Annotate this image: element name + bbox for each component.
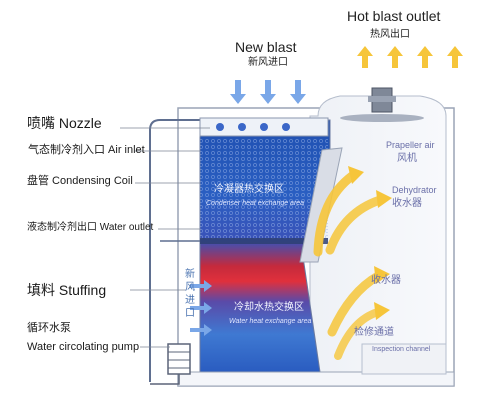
down-arrow-icon	[230, 80, 246, 104]
curved-arrow-icon	[313, 171, 357, 257]
hot-blast-arrows	[357, 46, 463, 68]
right-arrow-icon	[190, 324, 212, 336]
down-arrow-icon	[260, 80, 276, 104]
nozzle-icon	[238, 123, 246, 131]
fan-label-en: Prapeller air	[386, 140, 435, 150]
curved-arrow-icon	[327, 271, 383, 337]
condenser-coil	[200, 138, 328, 240]
nozzle-icons	[216, 123, 290, 131]
nozzle-icon	[216, 123, 224, 131]
up-arrow-icon	[357, 46, 373, 68]
water-basin	[177, 371, 455, 387]
fan-label-cn: 风机	[397, 153, 417, 164]
new-blast-arrows	[230, 80, 306, 104]
air-inlet-label: 气态制冷剂入口 Air inlet	[28, 144, 145, 156]
new-blast-title: New blast	[235, 39, 297, 55]
up-arrow-icon	[387, 46, 403, 68]
circulating-pump-icon	[150, 343, 191, 385]
side-inlet-char: 新	[185, 269, 195, 280]
up-arrow-icon	[417, 46, 433, 68]
dehydrator-label-en: Dehydrator	[392, 185, 437, 195]
collector-label-cn: 收水器	[371, 275, 401, 286]
hot-blast-title: Hot blast outlet	[347, 8, 441, 24]
service-label-cn: 检修通道	[354, 327, 394, 338]
down-arrow-icon	[290, 80, 306, 104]
side-inlet-char: 风	[185, 282, 195, 293]
right-arrow-icon	[190, 280, 212, 292]
side-inlet-char: 口	[185, 308, 195, 319]
nozzle-label: 喷嘴 Nozzle	[27, 115, 102, 131]
dehydrator-label-cn: 收水器	[392, 198, 422, 209]
curved-arrow-heads	[348, 166, 392, 320]
inspection-channel-box	[361, 343, 447, 375]
water-zone-en: Water heat exchange area	[229, 318, 312, 325]
curved-airflow-arrows	[313, 171, 385, 360]
new-blast-title-cn: 新风进口	[248, 57, 288, 68]
coil-manifold	[200, 238, 328, 244]
fan-icon	[340, 87, 424, 122]
water-zone-cn: 冷却水热交换区	[234, 302, 304, 313]
condenser-zone-en: Condenser heat exchange area	[206, 200, 305, 207]
pump-label-en: Water circolating pump	[27, 341, 140, 353]
up-arrow-icon	[447, 46, 463, 68]
pump-label-cn: 循环水泵	[27, 322, 71, 334]
service-label-en: Inspection channel	[372, 346, 431, 353]
curved-arrow-icon	[325, 195, 385, 255]
air-inlet-pipe	[149, 119, 204, 382]
condensing-coil-label: 盘管 Condensing Coil	[27, 175, 133, 187]
water-outlet-label: 液态制冷剂出口 Water outlet	[27, 222, 154, 233]
condenser-zone-cn: 冷凝器热交换区	[214, 184, 284, 195]
right-arrow-icon	[190, 302, 212, 314]
hot-blast-title-cn: 热风出口	[370, 29, 410, 40]
stuffing-label: 填料 Stuffing	[27, 282, 107, 298]
side-inlet-char: 进	[185, 295, 195, 306]
leader-lines	[120, 127, 210, 348]
nozzle-icon	[282, 123, 290, 131]
side-inlet-arrows	[190, 280, 212, 336]
dehydrator-blade	[299, 147, 343, 263]
nozzle-icon	[260, 123, 268, 131]
curved-arrow-icon	[334, 308, 382, 360]
